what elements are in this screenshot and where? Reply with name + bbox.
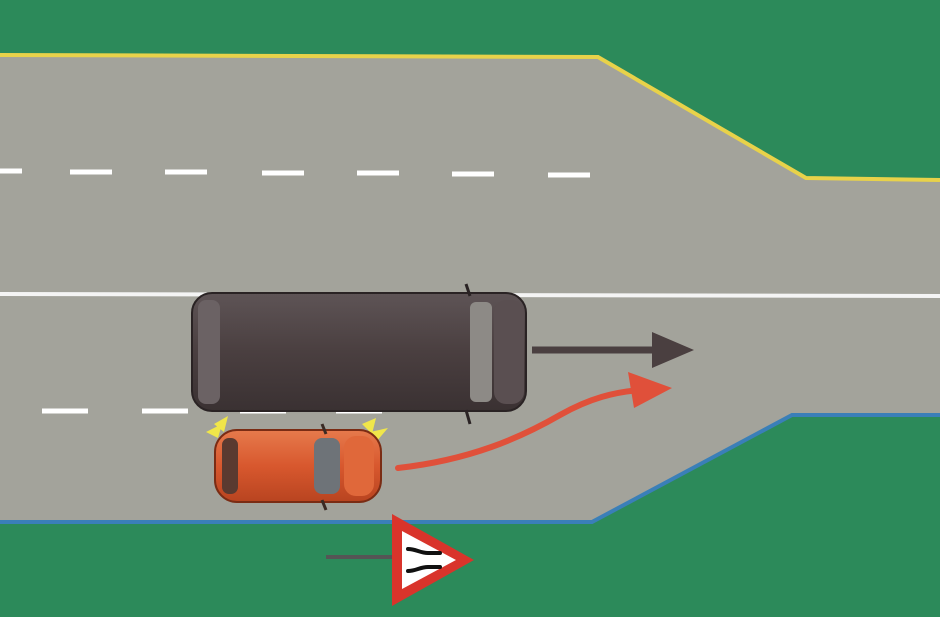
van xyxy=(191,283,527,425)
hazard-light-flashes xyxy=(206,416,388,442)
upper-edge-line xyxy=(0,53,940,182)
road-narrows-warning-sign xyxy=(326,514,474,606)
lower-edge-line xyxy=(0,413,940,524)
car-merge-arrow xyxy=(395,372,672,471)
road-narrows-icon xyxy=(406,547,442,573)
car xyxy=(214,423,382,511)
upper-dashed-lane-line xyxy=(0,168,590,178)
van-direction-arrow xyxy=(532,332,694,368)
